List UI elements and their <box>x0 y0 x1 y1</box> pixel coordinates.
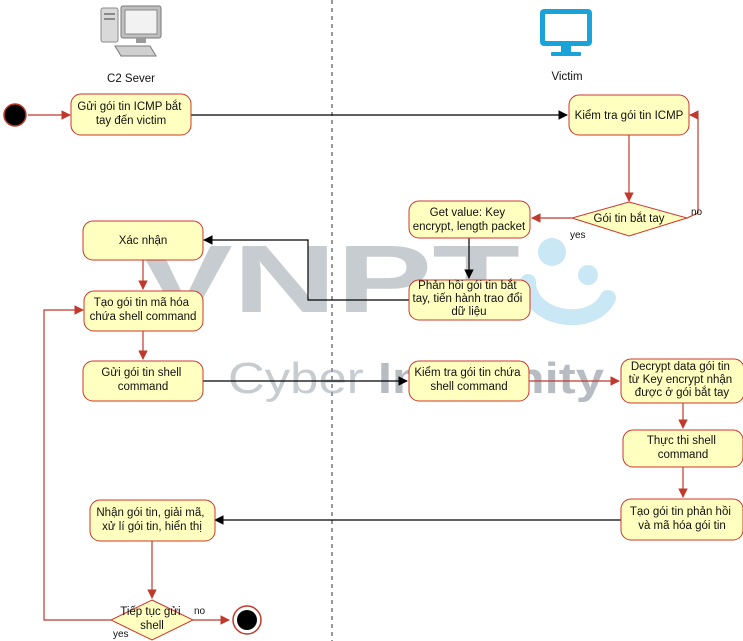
svg-text:Tiếp tục gửi shell: Tiếp tục gửi shell <box>120 606 184 632</box>
edge-reply-confirm <box>203 235 410 301</box>
svg-text:Kiểm tra gói tin chứa sh: Kiểm tra gói tin chứa shell command <box>414 367 523 393</box>
node-check-icmp: Kiểm tra gói tin ICMP <box>568 94 690 136</box>
node-send-shell: Gửi gói tin shell command <box>82 360 204 402</box>
edge-continue-yes <box>43 305 111 621</box>
svg-text:Tạo gói tin mã hóa chứa: Tạo gói tin mã hóa chứa shell command <box>90 297 197 323</box>
node-get-value: Get value: Key encrypt, length packet <box>408 200 531 239</box>
label-no-handshake: no <box>691 207 703 218</box>
node-reply-handshake: Phản hồi gói tin bắt tay, tiến hành trao… <box>408 279 531 321</box>
victim-monitor-icon <box>540 9 592 56</box>
svg-text:Thực thi shell command: Thực thi shell command <box>647 435 719 461</box>
decision-handshake: Gói tin bắt tay <box>570 201 689 237</box>
node-receive-reply: Nhận gói tin, giải mã, xử lí gói tin, hi… <box>89 499 216 542</box>
svg-text:Gửi gói tin shell comman: Gửi gói tin shell command <box>101 367 184 393</box>
edge-decision-no <box>686 110 699 219</box>
watermark-logo-icon <box>520 238 616 326</box>
svg-text:Gói tin bắt tay: Gói tin bắt tay <box>594 212 665 225</box>
start-node <box>3 103 27 127</box>
decision-continue: Tiếp tục gửi shell <box>109 599 195 641</box>
lane-title-victim: Victim <box>551 71 582 83</box>
node-check-shell: Kiểm tra gói tin chứa shell command <box>408 360 530 402</box>
svg-text:Decrypt data gói tin từ: Decrypt data gói tin từ Key encrypt nhận… <box>629 361 736 399</box>
node-execute: Thực thi shell command <box>622 429 743 468</box>
node-send-icmp: Gửi gói tin ICMP bắt tay đến victim <box>70 93 192 136</box>
svg-text:Xác nhận: Xác nhận <box>119 235 168 247</box>
svg-text:Kiểm tra gói tin ICMP: Kiểm tra gói tin ICMP <box>575 110 684 122</box>
svg-text:Get value: Key encrypt,: Get value: Key encrypt, length packet <box>413 207 526 233</box>
label-no-continue: no <box>194 606 206 617</box>
svg-text:Nhận gói tin, giải mã, x: Nhận gói tin, giải mã, xử lí gói tin, hi… <box>96 507 207 533</box>
svg-text:Tạo gói tin phản hồi và: Tạo gói tin phản hồi và mã hóa gói tin <box>630 506 734 532</box>
server-computer-icon <box>100 5 162 57</box>
lane-title-c2: C2 Sever <box>107 73 155 85</box>
svg-text:Phản hồi gói tin bắt tay: Phản hồi gói tin bắt tay, tiến hành trao… <box>413 279 526 318</box>
label-yes-handshake: yes <box>570 230 586 241</box>
node-create-reply: Tạo gói tin phản hồi và mã hóa gói tin <box>620 498 743 541</box>
node-create-shell: Tạo gói tin mã hóa chứa shell command <box>83 290 204 332</box>
svg-text:Gửi gói tin ICMP bắt tay: Gửi gói tin ICMP bắt tay đến victim <box>77 100 184 127</box>
vnpt-watermark: VNPT Cyber Immunity <box>137 226 616 403</box>
node-decrypt: Decrypt data gói tin từ Key encrypt nhận… <box>620 358 743 404</box>
label-yes-continue: yes <box>113 629 129 640</box>
end-node <box>232 605 262 635</box>
node-confirm: Xác nhận <box>82 220 204 261</box>
